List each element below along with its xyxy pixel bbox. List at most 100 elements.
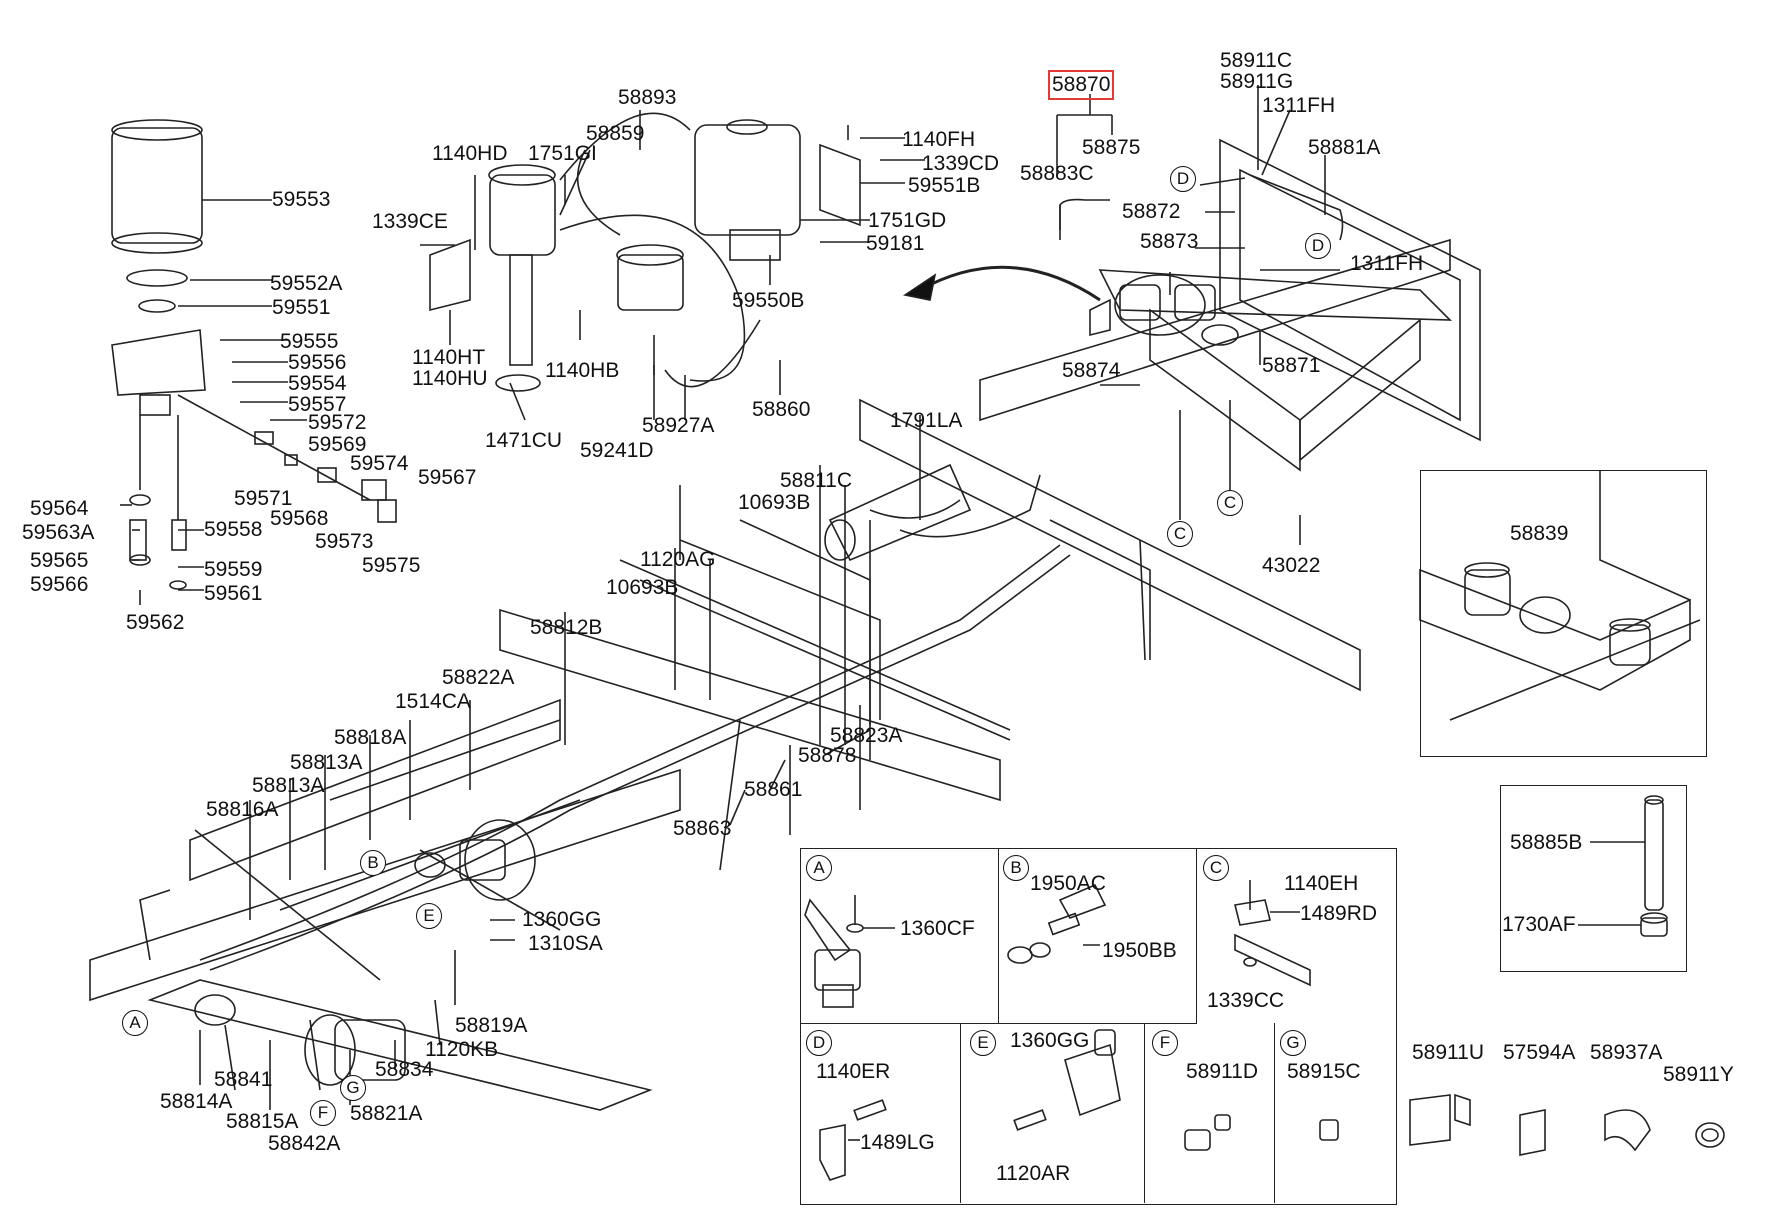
part-58814A[interactable]: 58814A: [160, 1090, 233, 1113]
part-1311FH-mid[interactable]: 1311FH: [1350, 252, 1424, 275]
part-58911C[interactable]: 58911C: [1220, 49, 1293, 72]
part-1310SA[interactable]: 1310SA: [528, 932, 603, 955]
part-59572[interactable]: 59572: [308, 411, 367, 434]
part-1730AF[interactable]: 1730AF: [1502, 913, 1576, 936]
part-58811C[interactable]: 58811C: [780, 469, 853, 492]
part-1140ER[interactable]: 1140ER: [816, 1060, 891, 1083]
part-1360GG-detail[interactable]: 1360GG: [1010, 1029, 1090, 1052]
part-58911G[interactable]: 58911G: [1220, 70, 1294, 93]
part-58823A[interactable]: 58823A: [830, 724, 903, 747]
part-58875[interactable]: 58875: [1082, 136, 1141, 159]
part-10693B-lower[interactable]: 10693B: [606, 576, 679, 599]
part-58863[interactable]: 58863: [673, 817, 732, 840]
part-59564[interactable]: 59564: [30, 497, 89, 520]
part-59550B[interactable]: 59550B: [732, 289, 805, 312]
part-1360CF[interactable]: 1360CF: [900, 917, 975, 940]
part-59241D[interactable]: 59241D: [580, 439, 654, 462]
part-58911Y[interactable]: 58911Y: [1663, 1063, 1734, 1086]
part-58816A[interactable]: 58816A: [206, 798, 279, 821]
part-58859[interactable]: 58859: [586, 122, 645, 145]
part-58813A-lower[interactable]: 58813A: [252, 774, 325, 797]
part-58822A[interactable]: 58822A: [442, 666, 515, 689]
part-58915C[interactable]: 58915C: [1287, 1060, 1361, 1083]
part-59573[interactable]: 59573: [315, 530, 374, 553]
part-58834[interactable]: 58834: [375, 1058, 434, 1081]
part-58815A[interactable]: 58815A: [226, 1110, 299, 1133]
part-58883C[interactable]: 58883C: [1020, 162, 1094, 185]
part-59551B[interactable]: 59551B: [908, 174, 981, 197]
part-1311FH-top[interactable]: 1311FH: [1262, 94, 1336, 117]
part-1140HB[interactable]: 1140HB: [545, 359, 620, 382]
part-59559[interactable]: 59559: [204, 558, 263, 581]
part-1140HD[interactable]: 1140HD: [432, 142, 508, 165]
part-58885B[interactable]: 58885B: [1510, 831, 1583, 854]
part-58871[interactable]: 58871: [1262, 354, 1321, 377]
part-59554[interactable]: 59554: [288, 372, 347, 395]
callout-a-detail: A: [806, 855, 832, 881]
part-57594A[interactable]: 57594A: [1503, 1041, 1576, 1064]
part-59565[interactable]: 59565: [30, 549, 89, 572]
part-58937A[interactable]: 58937A: [1590, 1041, 1663, 1064]
part-1140HT[interactable]: 1140HT: [412, 346, 486, 369]
part-1471CU[interactable]: 1471CU: [485, 429, 563, 452]
part-1791LA[interactable]: 1791LA: [890, 409, 963, 432]
part-43022[interactable]: 43022: [1262, 554, 1321, 577]
part-58841[interactable]: 58841: [214, 1068, 273, 1091]
part-1751GI[interactable]: 1751GI: [528, 142, 597, 165]
part-58819A[interactable]: 58819A: [455, 1014, 528, 1037]
part-1751GD[interactable]: 1751GD: [868, 209, 947, 232]
part-59181[interactable]: 59181: [866, 232, 925, 255]
part-59552A[interactable]: 59552A: [270, 272, 343, 295]
part-58881A[interactable]: 58881A: [1308, 136, 1381, 159]
part-58893[interactable]: 58893: [618, 86, 677, 109]
part-1950AC[interactable]: 1950AC: [1030, 872, 1106, 895]
part-58861[interactable]: 58861: [744, 778, 803, 801]
part-10693B-upper[interactable]: 10693B: [738, 491, 811, 514]
part-58874[interactable]: 58874: [1062, 359, 1121, 382]
part-58878[interactable]: 58878: [798, 744, 857, 767]
part-59551[interactable]: 59551: [272, 296, 331, 319]
part-58860[interactable]: 58860: [752, 398, 811, 421]
part-58813A-upper[interactable]: 58813A: [290, 751, 363, 774]
part-59557[interactable]: 59557: [288, 393, 347, 416]
part-1140FH[interactable]: 1140FH: [902, 128, 976, 151]
part-59566[interactable]: 59566: [30, 573, 89, 596]
part-59563A[interactable]: 59563A: [22, 521, 95, 544]
part-1360GG-chassis[interactable]: 1360GG: [522, 908, 602, 931]
part-59558[interactable]: 59558: [204, 518, 263, 541]
part-1140HU[interactable]: 1140HU: [412, 367, 488, 390]
part-58911U[interactable]: 58911U: [1412, 1041, 1485, 1064]
part-59568[interactable]: 59568: [270, 507, 329, 530]
part-1120KB[interactable]: 1120KB: [425, 1038, 499, 1061]
part-59553[interactable]: 59553: [272, 188, 331, 211]
part-1339CD[interactable]: 1339CD: [922, 152, 1000, 175]
part-1339CC[interactable]: 1339CC: [1207, 989, 1285, 1012]
part-58812B[interactable]: 58812B: [530, 616, 603, 639]
part-1339CE[interactable]: 1339CE: [372, 210, 448, 233]
part-59574[interactable]: 59574: [350, 452, 409, 475]
part-59561[interactable]: 59561: [204, 582, 263, 605]
part-58821A[interactable]: 58821A: [350, 1102, 423, 1125]
part-58911D[interactable]: 58911D: [1186, 1060, 1259, 1083]
part-58842A[interactable]: 58842A: [268, 1132, 341, 1155]
part-1950BB[interactable]: 1950BB: [1102, 939, 1177, 962]
part-59571[interactable]: 59571: [234, 487, 293, 510]
part-1489LG[interactable]: 1489LG: [860, 1131, 935, 1154]
part-1489RD[interactable]: 1489RD: [1300, 902, 1378, 925]
part-1120AR[interactable]: 1120AR: [996, 1162, 1071, 1185]
part-59555[interactable]: 59555: [280, 330, 339, 353]
part-1140EH[interactable]: 1140EH: [1284, 872, 1359, 895]
part-58872[interactable]: 58872: [1122, 200, 1181, 223]
part-59575[interactable]: 59575: [362, 554, 421, 577]
part-1120AG[interactable]: 1120AG: [640, 548, 716, 571]
part-58818A[interactable]: 58818A: [334, 726, 407, 749]
part-58927A[interactable]: 58927A: [642, 414, 715, 437]
part-59556[interactable]: 59556: [288, 351, 347, 374]
part-1514CA[interactable]: 1514CA: [395, 690, 471, 713]
part-59562[interactable]: 59562: [126, 611, 185, 634]
part-59567[interactable]: 59567: [418, 466, 477, 489]
part-59569[interactable]: 59569: [308, 433, 367, 456]
part-58870-highlighted[interactable]: 58870: [1047, 70, 1115, 100]
part-58839[interactable]: 58839: [1510, 522, 1569, 545]
part-58873[interactable]: 58873: [1140, 230, 1199, 253]
